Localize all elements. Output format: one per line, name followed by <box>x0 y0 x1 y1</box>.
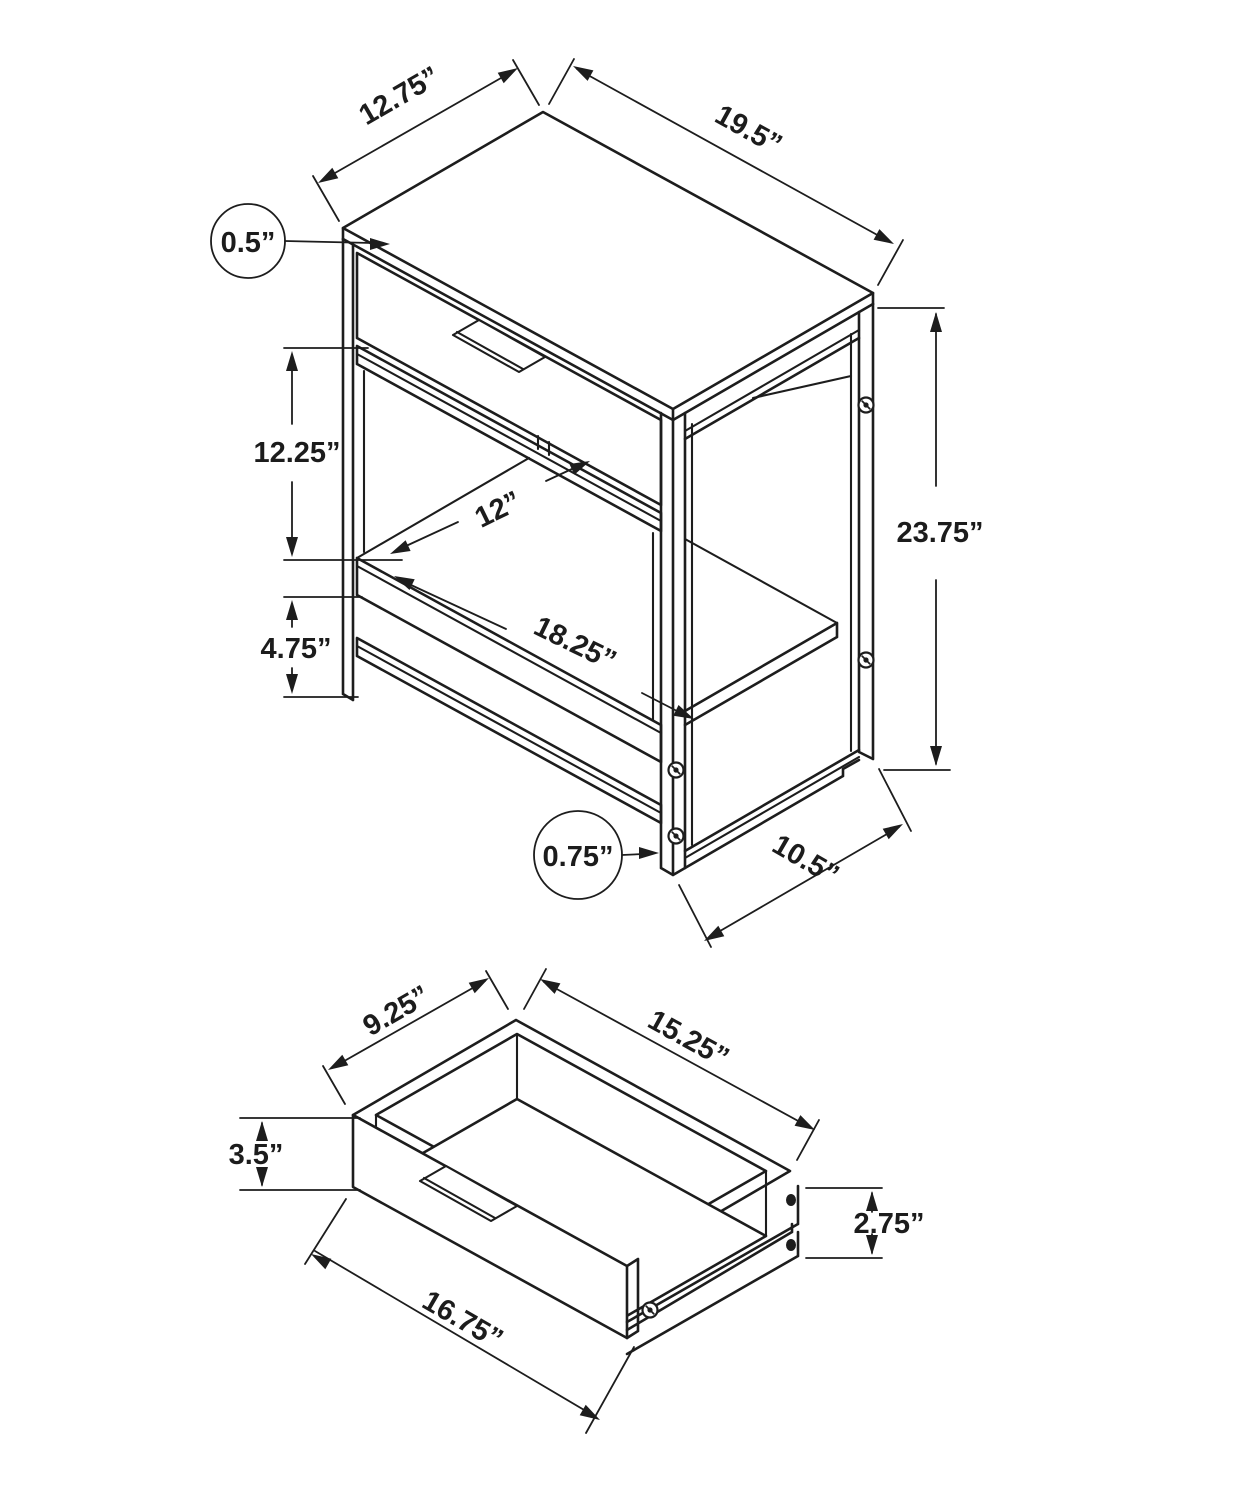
dim-opening-height: 12.25” <box>253 347 403 561</box>
drawer-side-rail <box>625 1184 800 1356</box>
screw-icon <box>857 651 875 669</box>
dim-label-opening-height: 12.25” <box>253 437 340 469</box>
dim-label-top-depth: 12.75” <box>354 61 445 132</box>
screw-icon <box>786 1239 796 1251</box>
table-under-drawer-rail <box>355 344 663 722</box>
drawer-handle <box>451 318 547 374</box>
dim-label-front-width: 16.75” <box>417 1285 508 1356</box>
dim-label-shelf-depth: 12” <box>470 485 526 534</box>
table-shelf <box>355 456 839 764</box>
dim-label-inner-width: 15.25” <box>643 1004 735 1074</box>
dim-overall-height: 23.75” <box>877 307 984 771</box>
dim-shelf-depth: 12” <box>390 461 590 554</box>
table-drawer-front <box>355 251 663 507</box>
drawer-screws <box>641 1194 796 1319</box>
table-floor-rail <box>683 748 861 870</box>
screw-icon <box>667 827 685 845</box>
screw-icon <box>786 1194 796 1206</box>
drawer-isometric-view: 9.25” 15.25” 3.5” 2.75” <box>229 968 925 1434</box>
dim-label-bottom-clearance: 4.75” <box>261 633 332 665</box>
dim-label-inner-depth: 9.25” <box>358 980 435 1043</box>
drawer-handle <box>418 1164 519 1223</box>
dim-label-top-thickness: 0.5” <box>221 227 276 259</box>
dim-label-front-height: 3.5” <box>229 1139 284 1171</box>
table-lower-stretcher <box>355 636 663 825</box>
dim-bottom-clearance: 4.75” <box>261 596 363 698</box>
dim-label-frame-thickness: 0.75” <box>543 841 614 873</box>
drawer-front-panel <box>351 1113 640 1340</box>
table-isometric-view: 12.75” 19.5” 0.5” 12.25” 12” <box>210 58 984 948</box>
dim-label-overall-height: 23.75” <box>896 517 983 549</box>
dim-front-height: 3.5” <box>229 1117 361 1191</box>
dim-label-side-height: 2.75” <box>854 1208 925 1240</box>
screw-icon <box>667 761 685 779</box>
dim-side-height: 2.75” <box>805 1187 925 1259</box>
dim-base-depth: 10.5” <box>678 768 912 948</box>
dim-label-top-width: 19.5” <box>710 99 788 161</box>
table-top-rail-right <box>683 328 861 847</box>
dim-top-thickness: 0.5” <box>210 203 390 279</box>
screw-icon <box>857 396 875 414</box>
dim-frame-thickness: 0.75” <box>533 810 659 900</box>
screw-icon <box>641 1301 659 1319</box>
